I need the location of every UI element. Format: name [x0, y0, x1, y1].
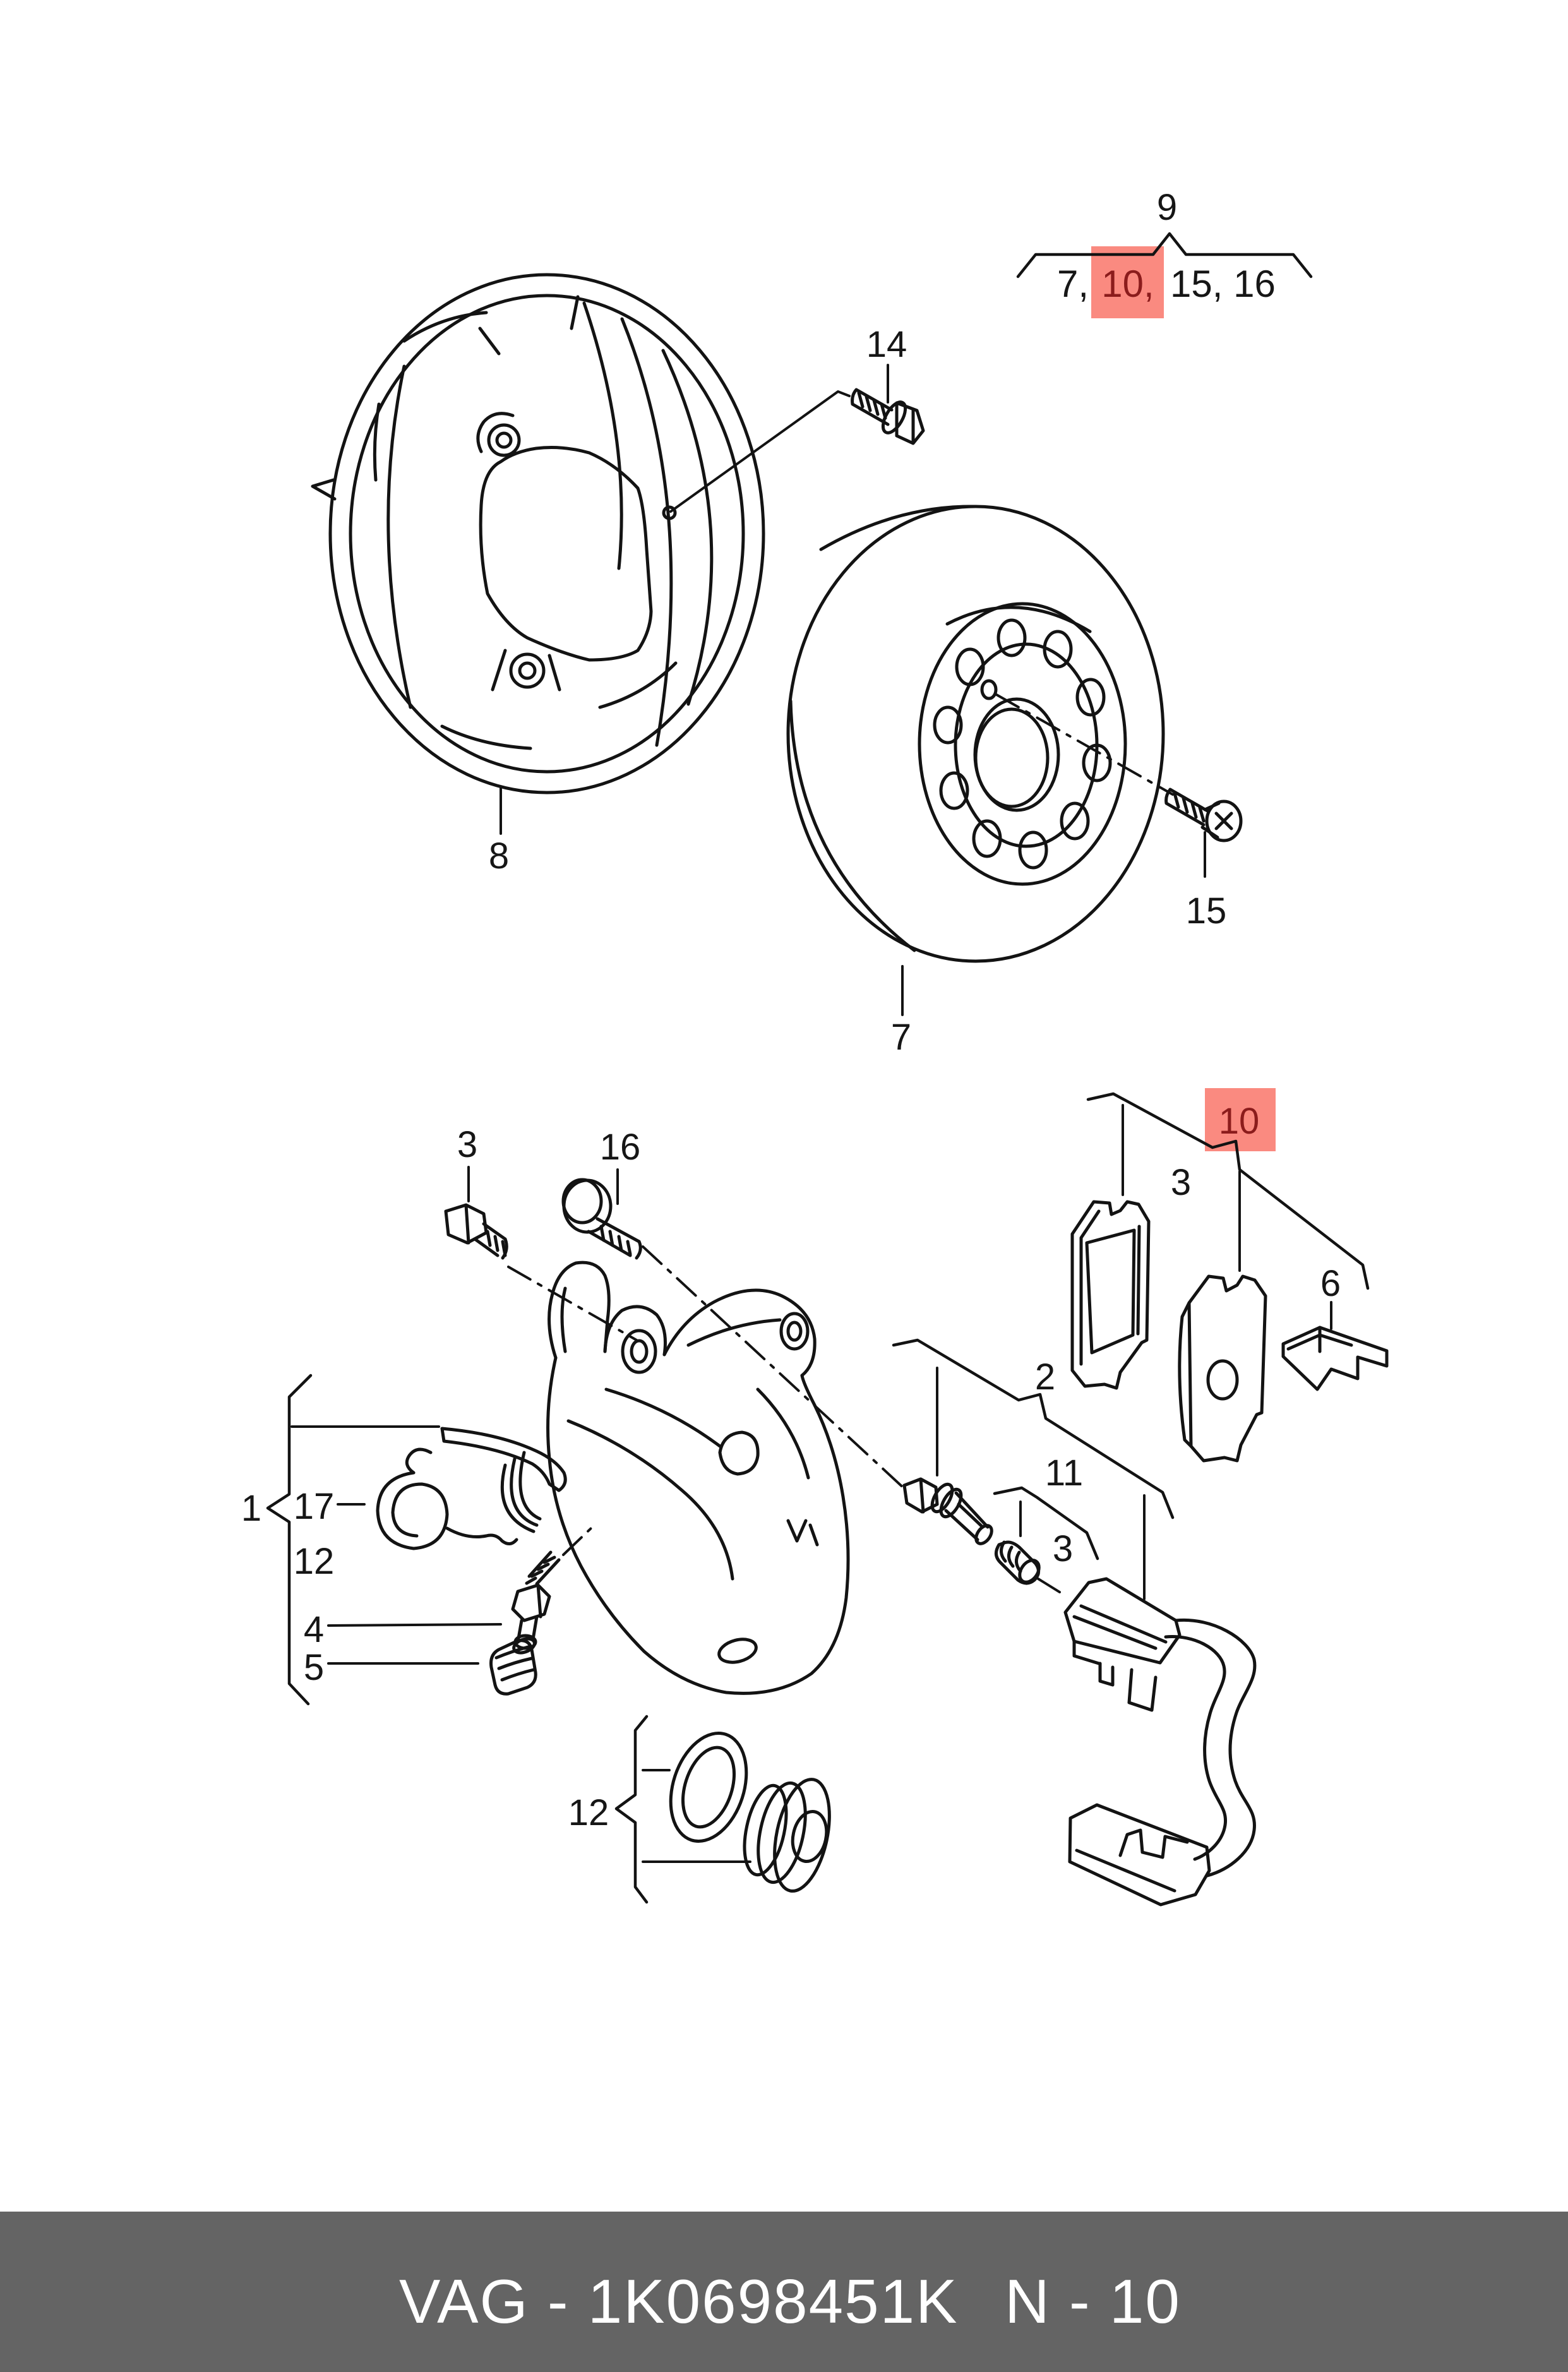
label-spring: 17 [294, 1486, 335, 1527]
footer-catalog-code: VAG - 1K0698451K [399, 2267, 959, 2336]
label-shield: 8 [489, 836, 509, 877]
pads-bracket [1086, 1092, 1370, 1290]
piston-seal-drawing [743, 1778, 831, 1893]
label-pad-inner: 3 [1171, 1162, 1191, 1203]
label-repair-kit: 12 [294, 1541, 335, 1582]
group-list-highlighted: 10, [1101, 263, 1154, 305]
outer-pad-drawing [1178, 1274, 1267, 1463]
guide-pin-bracket [892, 1338, 1175, 1600]
housing-bolt-drawing [444, 1166, 638, 1341]
label-disc: 7 [891, 1017, 911, 1058]
label-carrier-bolt: 16 [600, 1127, 641, 1168]
label-bushing-kit: 11 [1045, 1453, 1083, 1494]
label-housing-bolt: 3 [457, 1124, 477, 1165]
highlight-box-pad-label [1205, 1088, 1276, 1151]
group-list-right: 15, 16 [1170, 263, 1276, 305]
group-bracket-9: 9 7, 10, 15, 16 [1016, 187, 1313, 305]
footer-background [0, 2212, 1568, 2372]
pin-bushing-drawing [995, 1540, 1066, 1596]
label-shield-screw: 14 [866, 324, 907, 365]
carrier-bolt-drawing [561, 1168, 906, 1490]
footer-bar: VAG - 1K0698451K N - 10 [0, 2212, 1568, 2372]
highlight-box-top-list [1091, 246, 1164, 318]
o-ring-drawing [669, 1732, 748, 1843]
label-guide-pin: 2 [1035, 1357, 1055, 1398]
brake-disc-drawing [786, 505, 1165, 1016]
caliper-assembly-bracket [266, 1374, 502, 1706]
inner-pad-drawing [1070, 1200, 1151, 1390]
dust-cap-drawing [489, 1637, 537, 1696]
label-bleeder-valve: 4 [304, 1609, 324, 1650]
label-pad-outer-highlighted: 10 [1219, 1101, 1260, 1142]
group-list-left: 7, [1057, 263, 1089, 305]
caliper-housing-drawing [440, 1261, 850, 1695]
shield-screw-drawing [669, 364, 925, 513]
retaining-spring-drawing [1281, 1301, 1389, 1391]
group-number-label: 9 [1157, 187, 1177, 228]
label-seal-kit: 12 [568, 1792, 609, 1833]
label-disc-screw: 15 [1186, 890, 1227, 931]
splash-shield-drawing [311, 273, 765, 835]
spring-drawing [376, 1447, 518, 1550]
label-retaining-spring: 6 [1320, 1263, 1341, 1304]
pad-carrier-drawing [1063, 1577, 1257, 1907]
footer-page-code: N - 10 [1005, 2267, 1181, 2336]
bleeder-valve-drawing [511, 1526, 594, 1650]
seal-kit-bracket [614, 1715, 751, 1904]
guide-pin-drawing [902, 1477, 993, 1545]
label-pin-screw: 3 [1053, 1528, 1073, 1569]
disc-screw-drawing [995, 693, 1243, 878]
label-dust-cap: 5 [304, 1647, 324, 1688]
label-caliper-assembly: 1 [241, 1488, 261, 1529]
